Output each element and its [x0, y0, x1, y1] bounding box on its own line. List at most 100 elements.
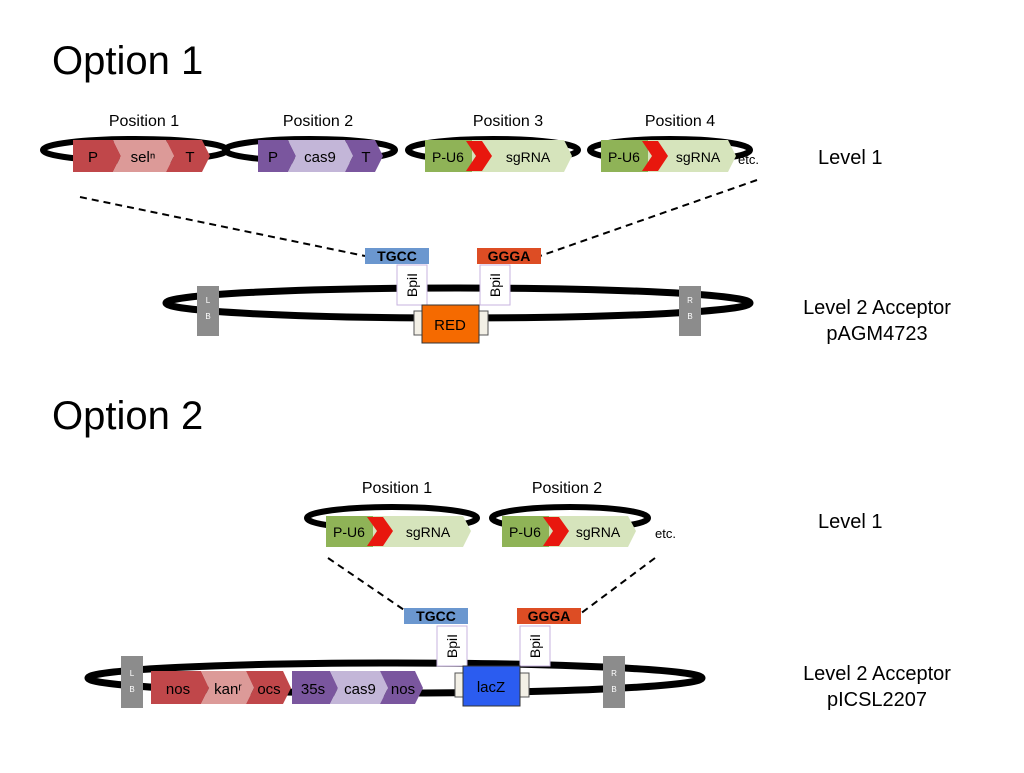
module-sgrna-cassette: P-U6 sgRNA — [502, 516, 636, 547]
left-border-label: B — [205, 312, 210, 321]
bpii-label: BpiI — [444, 634, 460, 658]
promoter-label: P — [268, 149, 278, 166]
insertion-dashed-line — [579, 557, 656, 615]
nos-label: nos — [391, 681, 415, 698]
option-2-heading: Option 2 — [52, 394, 203, 438]
backbone-kan-cassette: nos kanʳ ocs — [151, 671, 291, 704]
selection-gene-part — [113, 140, 174, 172]
left-border — [121, 656, 143, 708]
module-selection-cassette: P selⁿ T — [73, 140, 210, 172]
insertion-dashed-line — [539, 179, 758, 257]
module-sgrna-cassette: P-U6 sgRNA — [326, 516, 471, 547]
u6-promoter-label: P-U6 — [333, 524, 365, 540]
terminator-label: T — [361, 149, 370, 166]
terminator-part — [166, 140, 210, 172]
marker-flank — [519, 672, 530, 698]
target-sequence-chevron — [466, 141, 492, 171]
promoter-label: P — [88, 149, 98, 166]
sgrna-label: sgRNA — [506, 149, 551, 165]
kan-label: kanʳ — [214, 681, 242, 698]
module-sgrna-cassette: P-U6 sgRNA — [601, 140, 736, 172]
kan-gene-part — [201, 671, 254, 704]
right-border-label: B — [611, 685, 616, 694]
u6-promoter-label: P-U6 — [509, 524, 541, 540]
overhang-tgcc — [404, 608, 468, 624]
u6-promoter-label: P-U6 — [608, 149, 640, 165]
acceptor-name: pICSL2207 — [827, 689, 927, 711]
sgrna-label: sgRNA — [406, 524, 451, 540]
red-marker-label: RED — [434, 317, 466, 334]
cas9-part — [330, 671, 388, 704]
option-1: Option 1 Position 1 Position 2 Position … — [40, 39, 951, 345]
lacz-marker-label: lacZ — [477, 679, 505, 696]
bpii-label: BpiI — [404, 273, 420, 297]
target-sequence-chevron — [642, 141, 668, 171]
etc-label: etc. — [738, 152, 759, 167]
red-marker — [421, 304, 480, 344]
ocs-terminator-part — [246, 671, 291, 704]
position-label: Position 3 — [473, 113, 543, 130]
u6-promoter-part — [425, 140, 472, 172]
overhang-tgcc — [365, 248, 429, 264]
terminator-label: T — [185, 149, 194, 166]
sgrna-label: sgRNA — [676, 149, 721, 165]
sgrna-label: sgRNA — [576, 524, 621, 540]
level1-label: Level 1 — [818, 511, 883, 533]
position-label: Position 1 — [109, 113, 179, 130]
selection-gene-label: selⁿ — [131, 149, 156, 166]
terminator-part — [345, 140, 383, 172]
u6-promoter-part — [601, 140, 648, 172]
left-border-label: L — [130, 669, 135, 678]
overhang-ggga-label: GGGA — [528, 608, 571, 624]
promoter-part — [258, 140, 296, 172]
u6-promoter-part — [502, 516, 549, 547]
module-sgrna-cassette: P-U6 sgRNA — [425, 140, 572, 172]
cas9-label: cas9 — [344, 681, 376, 698]
target-sequence-chevron — [367, 517, 393, 546]
promoter-part — [73, 140, 121, 172]
target-sequence-chevron — [543, 517, 569, 546]
option-1-heading: Option 1 — [52, 39, 203, 83]
bpii-label: BpiI — [527, 634, 543, 658]
u6-promoter-part — [326, 516, 373, 547]
sgrna-part — [648, 140, 736, 172]
position-label: Position 2 — [532, 480, 602, 497]
left-border — [197, 286, 219, 336]
bpii-site — [436, 625, 468, 667]
nos-label: nos — [166, 681, 190, 698]
insertion-dashed-line — [79, 196, 366, 257]
position-label: Position 2 — [283, 113, 353, 130]
right-border — [603, 656, 625, 708]
position-label: Position 4 — [645, 113, 715, 130]
u6-promoter-label: P-U6 — [432, 149, 464, 165]
overhang-ggga-label: GGGA — [488, 248, 531, 264]
bpii-site — [396, 264, 428, 306]
etc-label: etc. — [655, 526, 676, 541]
cas9-label: cas9 — [304, 149, 336, 166]
left-border-label: L — [206, 296, 211, 305]
sgrna-part — [373, 516, 471, 547]
overhang-tgcc-label: TGCC — [377, 248, 417, 264]
level1-label: Level 1 — [818, 147, 883, 169]
ocs-label: ocs — [257, 681, 280, 698]
nos-terminator-part — [380, 671, 423, 704]
module-cas9-cassette: P cas9 T — [258, 140, 383, 172]
option-2: Option 2 Position 1 Position 2 P-U6 sgRN… — [52, 394, 951, 711]
backbone-cas9-cassette: 35s cas9 nos — [292, 671, 423, 704]
right-border-label: B — [687, 312, 692, 321]
acceptor-label: Level 2 Acceptor — [803, 663, 951, 685]
cas9-part — [288, 140, 353, 172]
left-border-label: B — [129, 685, 134, 694]
sgrna-part — [472, 140, 572, 172]
overhang-ggga — [517, 608, 581, 624]
35s-promoter-part — [292, 671, 338, 704]
bpii-site — [519, 625, 551, 667]
overhang-tgcc-label: TGCC — [416, 608, 456, 624]
right-border-label: R — [611, 669, 617, 678]
bpii-label: BpiI — [487, 273, 503, 297]
bpii-site — [479, 264, 511, 306]
acceptor-label: Level 2 Acceptor — [803, 297, 951, 319]
lacz-marker — [462, 665, 521, 707]
